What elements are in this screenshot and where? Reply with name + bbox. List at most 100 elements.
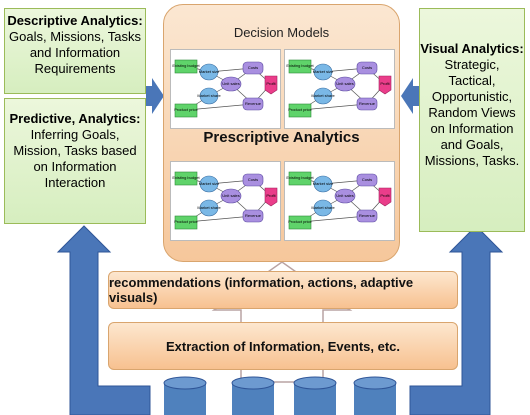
- arrow-into-decision-models-right: [401, 78, 419, 114]
- decision-node-label: Product price: [288, 107, 312, 112]
- calc-node: [242, 173, 264, 187]
- value-node: [378, 187, 392, 207]
- decision-node-label: Product price: [174, 107, 198, 112]
- calc-node-label: Revenue: [245, 213, 262, 218]
- calc-node: [242, 209, 264, 223]
- value-node-label: Profit: [380, 81, 390, 86]
- decision-node: [288, 171, 312, 186]
- calc-node: [334, 76, 356, 92]
- decision-models-panel: Decision Models Prescriptive Analytics E…: [163, 4, 400, 262]
- decision-models-title: Decision Models: [233, 25, 330, 40]
- diagram-edge: [186, 215, 254, 223]
- chance-node: [313, 175, 333, 193]
- database-icons: [163, 376, 397, 415]
- extraction-label: Extraction of Information, Events, etc.: [165, 338, 401, 354]
- chance-node: [199, 87, 219, 105]
- decision-node-label: Product price: [288, 219, 312, 224]
- calc-node-label: Unit sales: [222, 81, 240, 86]
- predictive-analytics-heading: Predictive, Analytics:: [9, 111, 141, 126]
- calc-node-label: Revenue: [359, 213, 376, 218]
- database-icon: [353, 376, 397, 415]
- chance-node: [199, 175, 219, 193]
- decision-node: [174, 215, 198, 230]
- value-node-label: Profit: [266, 193, 276, 198]
- calc-node-label: Costs: [248, 65, 258, 70]
- chance-node: [313, 199, 333, 217]
- calc-node-label: Revenue: [359, 101, 376, 106]
- calc-node: [242, 61, 264, 75]
- decision-node-label: Existing budget: [172, 63, 200, 68]
- diagram-edge: [300, 103, 368, 111]
- visual-analytics-text: Strategic, Tactical, Opportunistic, Rand…: [424, 57, 520, 168]
- chance-node: [313, 87, 333, 105]
- chance-node-label: Market size: [199, 69, 220, 74]
- value-node-label: Profit: [380, 193, 390, 198]
- chance-node: [199, 199, 219, 217]
- chance-node-label: Market size: [199, 181, 220, 186]
- predictive-analytics-text: Inferring Goals, Mission, Tasks based on…: [13, 127, 137, 190]
- value-node: [378, 75, 392, 95]
- left-upward-arrow: [56, 225, 151, 415]
- calc-node: [356, 209, 378, 223]
- right-upward-arrow: [409, 225, 504, 415]
- recommendations-label: recommendations (information, actions, a…: [109, 275, 414, 305]
- decision-node: [288, 215, 312, 230]
- chance-node-label: Market share: [311, 93, 335, 98]
- chance-node-label: Market size: [313, 181, 334, 186]
- calc-node: [356, 97, 378, 111]
- calc-node: [220, 188, 242, 204]
- calc-node: [334, 188, 356, 204]
- decision-node: [288, 103, 312, 118]
- descriptive-analytics-text: Goals, Missions, Tasks and Information R…: [9, 29, 141, 76]
- chance-node-label: Market size: [313, 69, 334, 74]
- calc-node: [242, 97, 264, 111]
- predictive-analytics-box: Predictive, Analytics: Inferring Goals, …: [4, 98, 146, 224]
- chance-node-label: Market share: [311, 205, 335, 210]
- calc-node-label: Revenue: [245, 101, 262, 106]
- diagram-edge: [300, 215, 368, 223]
- descriptive-analytics-box: Descriptive Analytics: Goals, Missions, …: [4, 8, 146, 94]
- value-node-label: Profit: [266, 81, 276, 86]
- value-node: [264, 75, 278, 95]
- calc-node-label: Costs: [362, 177, 372, 182]
- decision-node: [174, 171, 198, 186]
- database-icon: [163, 376, 207, 415]
- decision-node: [174, 59, 198, 74]
- chance-node: [199, 63, 219, 81]
- calc-node: [356, 61, 378, 75]
- calc-node-label: Unit sales: [222, 193, 240, 198]
- decision-node-label: Existing budget: [286, 63, 314, 68]
- decision-node: [174, 103, 198, 118]
- database-icon: [231, 376, 275, 415]
- decision-node-label: Existing budget: [286, 175, 314, 180]
- chance-node: [313, 63, 333, 81]
- decision-node-label: Product price: [174, 219, 198, 224]
- visual-analytics-heading: Visual Analytics:: [420, 41, 524, 56]
- calc-node-label: Costs: [248, 177, 258, 182]
- calc-node-label: Unit sales: [336, 81, 354, 86]
- descriptive-analytics-heading: Descriptive Analytics:: [7, 13, 143, 28]
- calc-node-label: Unit sales: [336, 193, 354, 198]
- value-node: [264, 187, 278, 207]
- database-icon: [293, 376, 337, 415]
- decision-node-label: Existing budget: [172, 175, 200, 180]
- diagram-edge: [186, 103, 254, 111]
- calc-node-label: Costs: [362, 65, 372, 70]
- visual-analytics-box: Visual Analytics: Strategic, Tactical, O…: [419, 8, 525, 232]
- calc-node: [220, 76, 242, 92]
- calc-node: [356, 173, 378, 187]
- recommendations-bar: recommendations (information, actions, a…: [108, 271, 458, 309]
- prescriptive-analytics-title: Prescriptive Analytics: [203, 129, 360, 146]
- arrow-into-decision-models-left: [146, 78, 164, 114]
- decision-node: [288, 59, 312, 74]
- chance-node-label: Market share: [197, 205, 221, 210]
